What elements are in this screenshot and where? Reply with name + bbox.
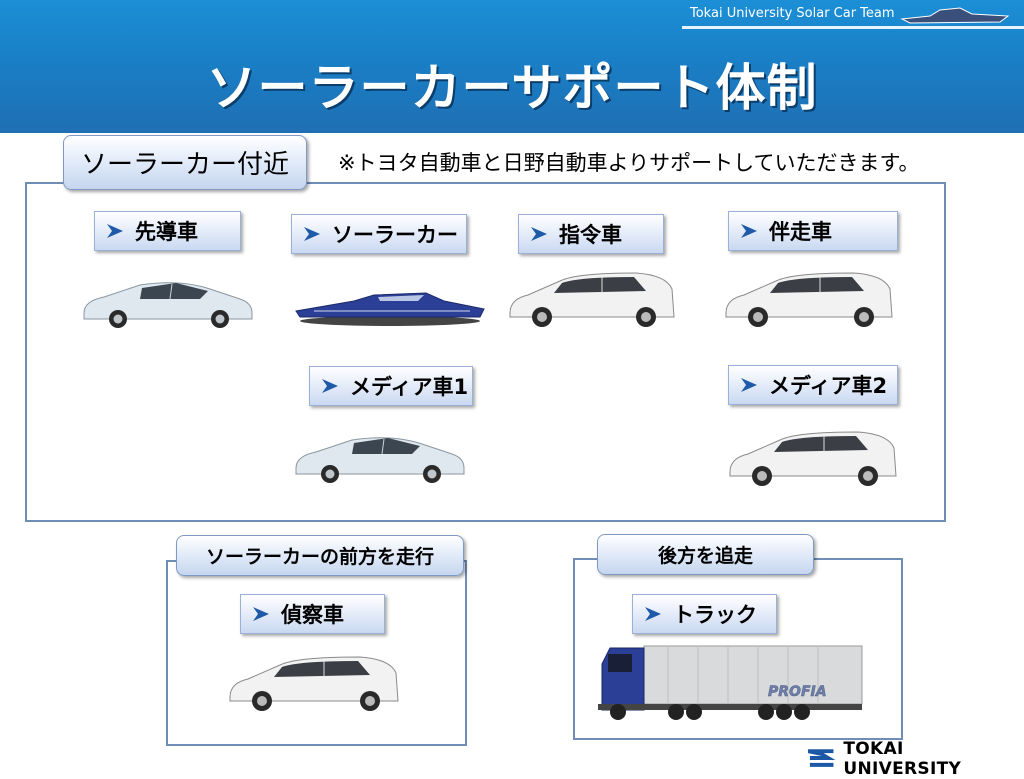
vehicle-label-scout: 偵察車 bbox=[240, 594, 385, 634]
truck-brand-text: PROFIA bbox=[768, 684, 827, 700]
minivan-media-icon bbox=[729, 431, 897, 486]
vehicle-label-lead: 先導車 bbox=[94, 211, 241, 251]
group-near-label: ソーラーカー付近 bbox=[80, 150, 289, 180]
tokai-university-logo: TOKAI UNIVERSITY bbox=[806, 739, 1024, 779]
minivan-command-icon bbox=[509, 272, 675, 327]
prius-media-icon bbox=[295, 437, 465, 483]
chevron-right-icon bbox=[645, 607, 661, 621]
chevron-right-icon bbox=[322, 379, 338, 393]
vehicle-name: 先導車 bbox=[135, 220, 198, 244]
chevron-right-icon bbox=[253, 607, 269, 621]
support-note: ※トヨタ自動車と日野自動車よりサポートしていただきます。 bbox=[338, 151, 920, 175]
chevron-right-icon bbox=[304, 227, 320, 241]
header-banner: Tokai University Solar Car Team ソーラーカーサポ… bbox=[0, 0, 1024, 133]
tokai-logo-icon bbox=[807, 749, 836, 767]
vehicle-label-escort: 伴走車 bbox=[728, 211, 898, 251]
vehicle-name: メディア車2 bbox=[769, 374, 888, 398]
vehicle-label-media2: メディア車2 bbox=[728, 365, 898, 405]
group-front-label: ソーラーカーの前方を走行 bbox=[205, 546, 434, 568]
group-rear-tab: 後方を追走 bbox=[597, 534, 814, 575]
vehicle-label-truck: トラック bbox=[632, 594, 777, 634]
vehicle-name: ソーラーカー bbox=[332, 223, 458, 247]
minivan-escort-icon bbox=[725, 272, 893, 327]
vehicle-name: 伴走車 bbox=[769, 220, 832, 244]
vehicle-name: 指令車 bbox=[559, 223, 622, 247]
team-name: Tokai University Solar Car Team bbox=[690, 6, 895, 21]
prius-car-icon bbox=[83, 282, 253, 328]
group-front-tab: ソーラーカーの前方を走行 bbox=[176, 535, 464, 576]
group-rear-label: 後方を追走 bbox=[657, 545, 753, 567]
vehicle-label-solar: ソーラーカー bbox=[291, 214, 467, 254]
solar-car-icon bbox=[295, 292, 485, 326]
logo-text: TOKAI UNIVERSITY bbox=[843, 739, 962, 779]
vehicle-name: トラック bbox=[673, 603, 757, 627]
group-near-tab: ソーラーカー付近 bbox=[63, 135, 307, 190]
minivan-scout-icon bbox=[229, 656, 399, 711]
page-title: ソーラーカーサポート体制 bbox=[206, 59, 818, 117]
chevron-right-icon bbox=[741, 224, 757, 238]
vehicle-name: メディア車1 bbox=[350, 375, 469, 399]
solar-car-logo-icon bbox=[900, 7, 1010, 24]
header-divider bbox=[682, 26, 1024, 29]
vehicle-label-media1: メディア車1 bbox=[309, 366, 473, 406]
truck-icon: PROFIA bbox=[598, 645, 863, 720]
chevron-right-icon bbox=[741, 378, 757, 392]
chevron-right-icon bbox=[531, 227, 547, 241]
chevron-right-icon bbox=[107, 224, 123, 238]
vehicle-label-command: 指令車 bbox=[518, 214, 664, 254]
group-near-frame bbox=[25, 182, 946, 522]
vehicle-name: 偵察車 bbox=[281, 603, 344, 627]
